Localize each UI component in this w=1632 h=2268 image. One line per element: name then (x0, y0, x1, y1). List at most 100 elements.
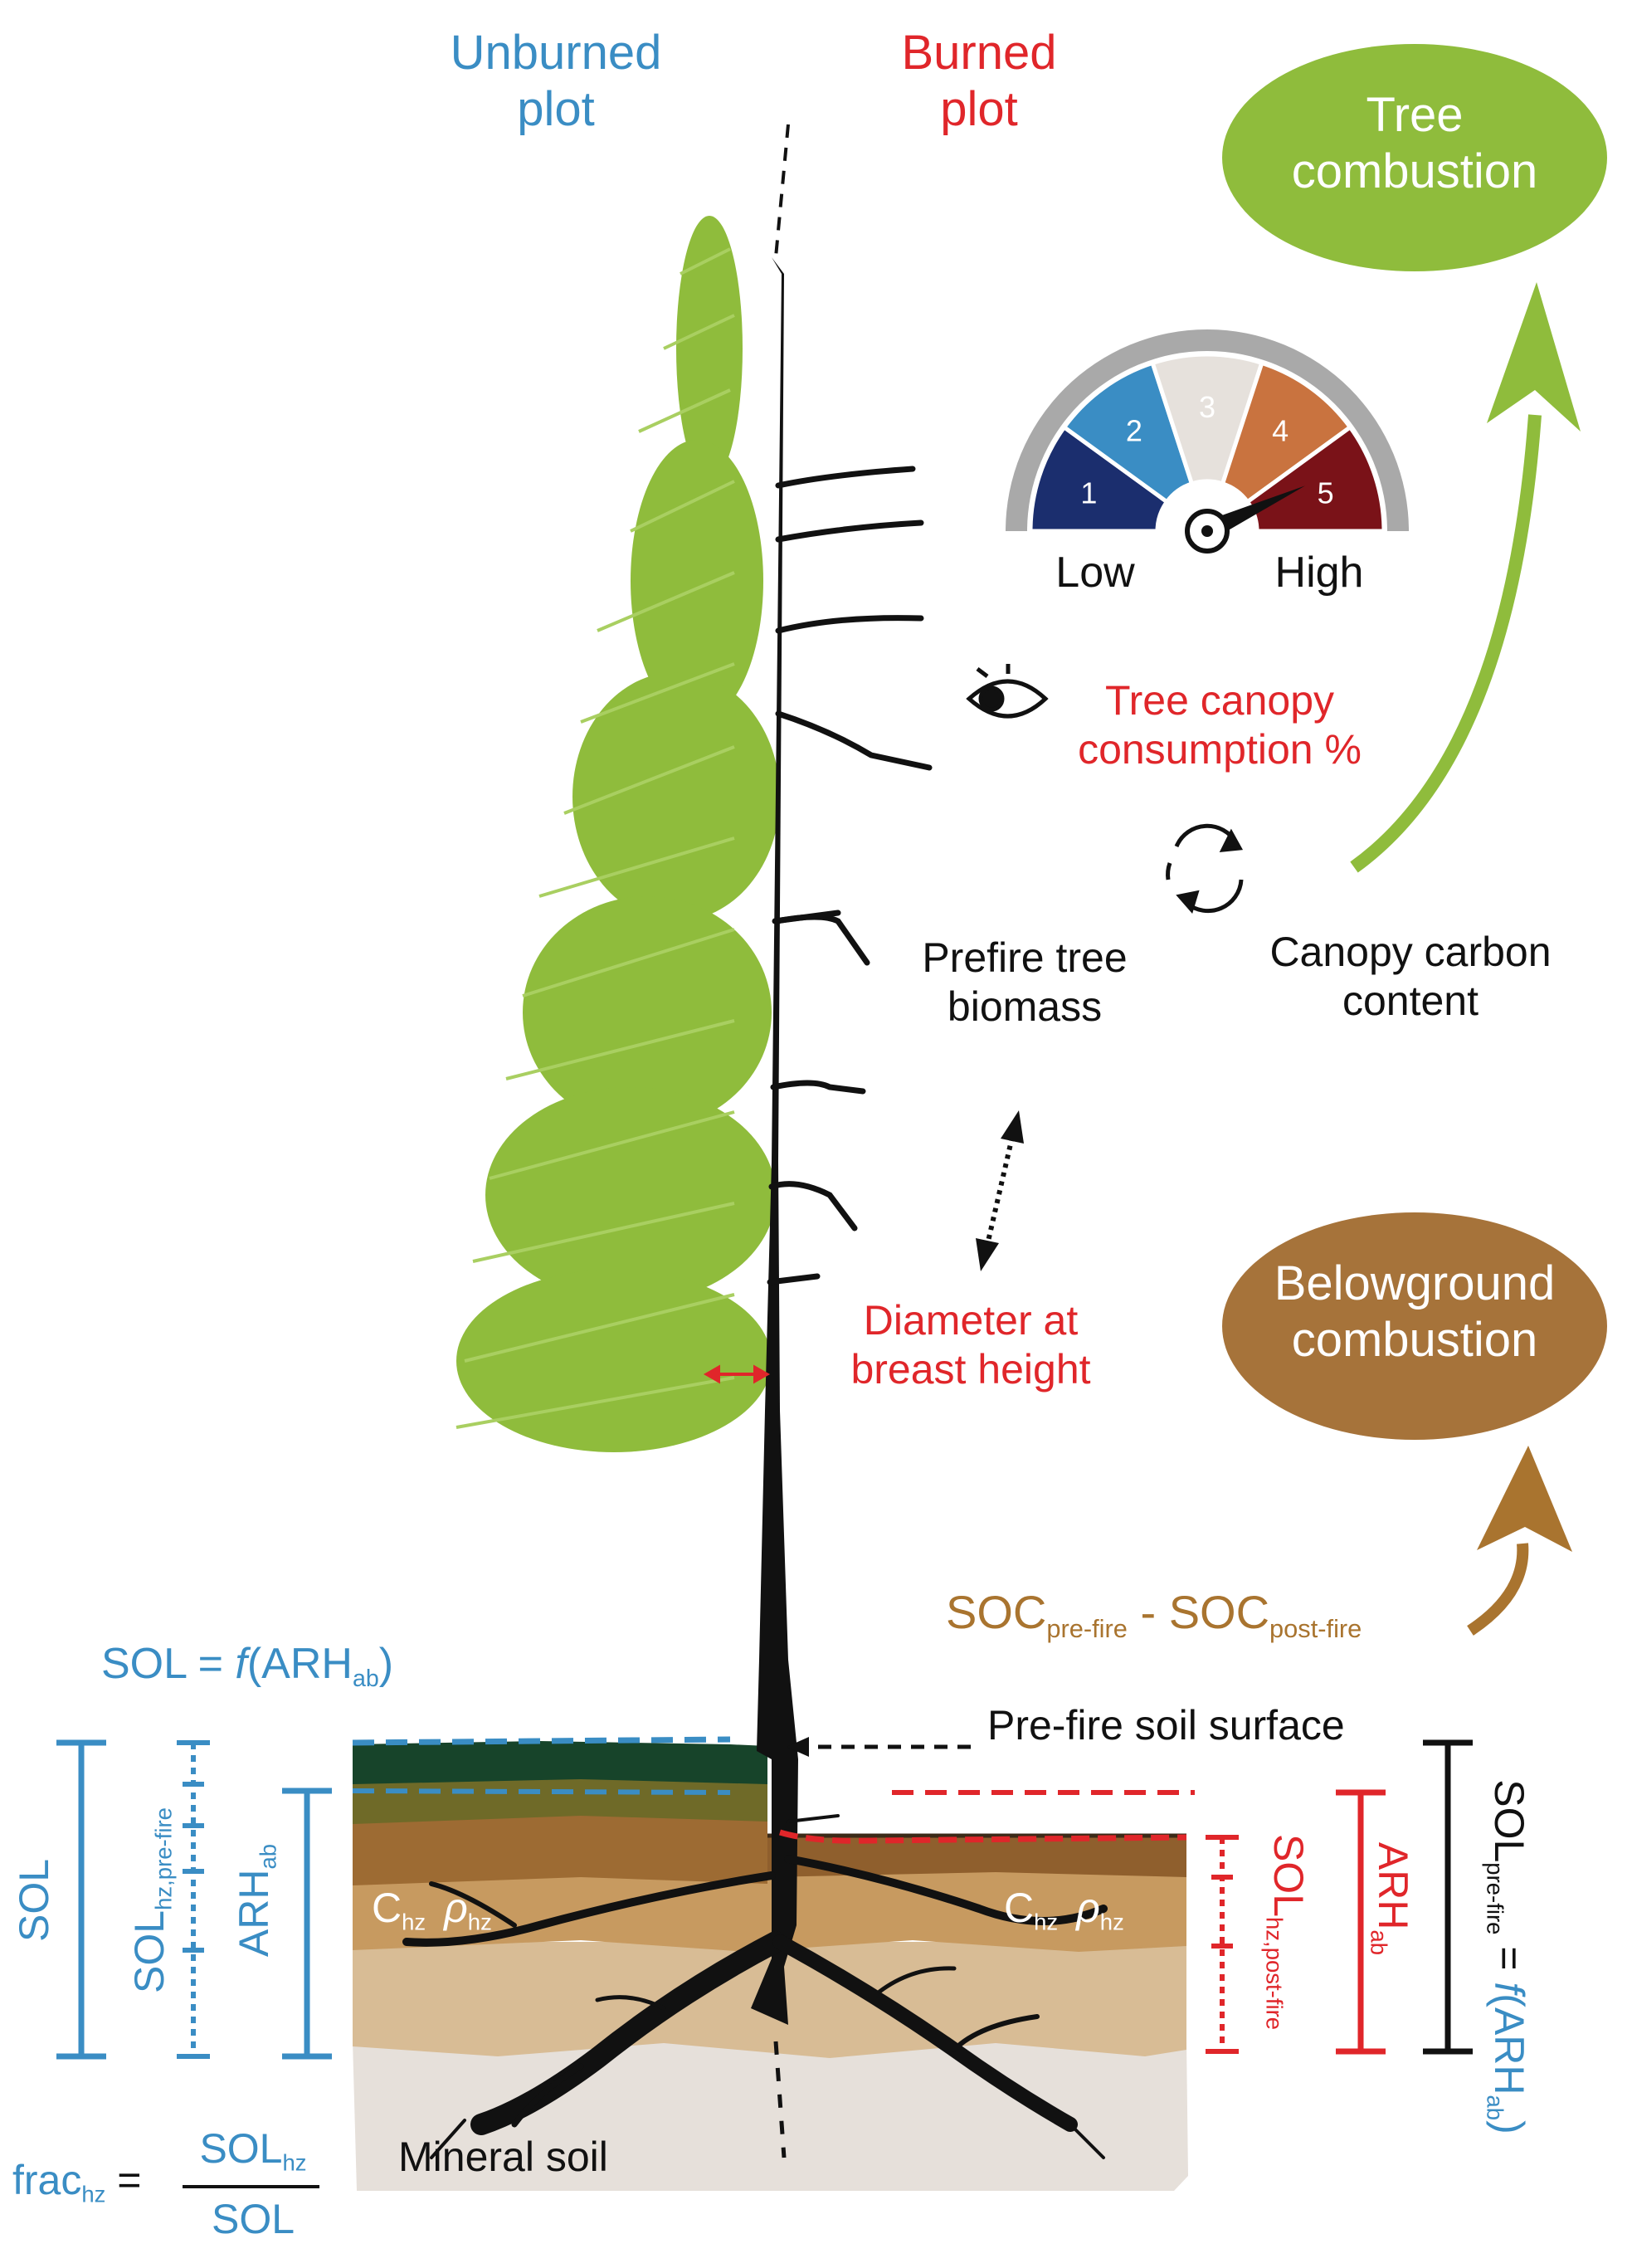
sol-formula-f: f (235, 1640, 247, 1688)
unburned-horizon-line (352, 1788, 731, 1795)
left-arh-main: ARH (231, 1869, 277, 1958)
gauge-outer-rim (1006, 329, 1409, 531)
prefire-biomass-line2: biomass (947, 983, 1103, 1030)
gauge-high-label: High (1274, 549, 1364, 597)
right-arh-label: ARHab (1366, 1824, 1417, 1973)
left-solhz-sub: hz,pre-fire (150, 1807, 177, 1910)
right-solpre-sub2: ab (1482, 2095, 1508, 2121)
left-sol-label: SOL (11, 1858, 57, 1942)
left-c-sub: hz (402, 1909, 426, 1935)
burned-postfire-line (778, 1829, 1187, 1844)
gauge-number-3: 3 (1199, 390, 1215, 424)
sol-formula-sol: SOL (101, 1640, 187, 1688)
gauge-segment-4 (1220, 360, 1353, 505)
burned-plot-label: Burned plot (863, 25, 1095, 139)
canopy-consumption-line2: consumption % (1078, 726, 1362, 773)
sol-formula-eq: = (186, 1640, 236, 1688)
frac-num-main: SOL (199, 2125, 283, 2172)
left-solhz-main: SOL (126, 1910, 173, 1993)
soc-post-main: SOC (1168, 1586, 1270, 1638)
frac-eq: = (105, 2157, 153, 2203)
mineral-soil-label: Mineral soil (398, 2134, 608, 2180)
dbh-label: Diameter at breast height (813, 1296, 1128, 1394)
dark-brown-horizon-left (353, 1809, 767, 1885)
gauge-number-2: 2 (1126, 414, 1142, 448)
soc-difference-formula: SOCpre-fire - SOCpost-fire (946, 1585, 1485, 1644)
right-solpre-bar (1423, 1739, 1473, 2055)
right-c-main: C (1004, 1885, 1035, 1931)
right-solpre-sub: pre-fire (1482, 1862, 1508, 1935)
tree-combustion-arrow (1350, 282, 1581, 873)
right-solpre-eq: = (1486, 1934, 1532, 1983)
unburned-line1: Unburned (450, 26, 662, 80)
right-solpre-open: (ARH (1486, 1993, 1532, 2095)
right-c-sub: hz (1034, 1909, 1059, 1935)
left-rho-main: ρ (444, 1885, 468, 1931)
right-rho-sub: hz (1099, 1909, 1124, 1935)
gauge-segment-1 (1028, 424, 1170, 534)
olive-horizon-left (353, 1772, 767, 1824)
tree-combustion-line2: combustion (1291, 144, 1538, 199)
belowground-line1: Belowground (1274, 1256, 1556, 1310)
dbh-line1: Diameter at (863, 1297, 1079, 1344)
frac-formula-lhs: frachz = (12, 2156, 178, 2208)
belowground-combustion-arrow (1467, 1446, 1572, 1636)
prefire-biomass-label: Prefire tree biomass (879, 934, 1170, 1032)
canopy-carbon-label: Canopy carbon content (1236, 928, 1585, 1026)
eye-icon (966, 664, 1049, 719)
unburned-surface-line (352, 1736, 731, 1746)
right-arh-sub: ab (1366, 1929, 1392, 1956)
right-solhz-main: SOL (1265, 1833, 1312, 1918)
right-solhz-label: SOLhz,post-fire (1261, 1803, 1313, 2061)
soc-pre-sub: pre-fire (1046, 1613, 1128, 1643)
soc-pre-main: SOC (946, 1586, 1047, 1638)
left-arh-label: ARHab (230, 1826, 281, 1975)
belowground-line2: combustion (1291, 1313, 1538, 1368)
sol-formula-close: ) (378, 1640, 394, 1688)
canopy-carbon-line2: content (1342, 978, 1479, 1024)
gauge-low-label: Low (1055, 549, 1135, 597)
canopy-consumption-line1: Tree canopy (1104, 677, 1335, 724)
tree-combustion-line1: Tree (1366, 88, 1464, 142)
right-solpre-main: SOL (1486, 1779, 1532, 1863)
sol-formula-open: (ARH (246, 1640, 353, 1688)
cycle-icon (1166, 823, 1244, 915)
soc-post-sub: post-fire (1269, 1613, 1362, 1643)
left-c-main: C (372, 1885, 402, 1931)
burned-residual-horizon (767, 1836, 1186, 1877)
frac-numerator: SOLhz (183, 2124, 324, 2177)
frac-main: frac (12, 2157, 82, 2203)
gauge-number-4: 4 (1272, 414, 1289, 448)
prefire-surface-arrow (787, 1737, 971, 1757)
right-solpre-close: ) (1486, 2120, 1532, 2134)
moss-horizon-left (353, 1741, 767, 1784)
left-solhz-label: SOLhz,pre-fire (125, 1776, 177, 2025)
green-foliage-unburned (456, 216, 780, 1452)
tree (402, 124, 1108, 2159)
right-solhz-bar (1206, 1835, 1239, 2054)
left-solhz-bar (177, 1740, 210, 2059)
left-rho-sub: hz (467, 1909, 492, 1935)
burned-line2: plot (940, 82, 1018, 137)
tree-center-axis (774, 124, 790, 258)
frac-denominator: SOL (211, 2196, 295, 2242)
roots (402, 1814, 1108, 2159)
sol-formula-sub: ab (352, 1666, 379, 1692)
left-arh-bar (282, 1788, 332, 2060)
gauge-number-1: 1 (1080, 476, 1097, 510)
right-arh-main: ARH (1370, 1841, 1416, 1930)
prefire-surface-label: Pre-fire soil surface (987, 1702, 1345, 1749)
left-arh-sub: ab (255, 1843, 281, 1870)
right-rho-main: ρ (1076, 1885, 1100, 1931)
tree-combustion-label: Tree combustion (1228, 87, 1601, 201)
right-solpre-f: f (1486, 1982, 1532, 1994)
green-foliage-texture (455, 247, 735, 1429)
dbh-line2: breast height (850, 1346, 1091, 1393)
biomass-dbh-arrow (976, 1110, 1024, 1271)
left-sol-bar (56, 1739, 106, 2060)
gauge-segment-2 (1061, 360, 1195, 505)
soil-profile (353, 1741, 1188, 2191)
